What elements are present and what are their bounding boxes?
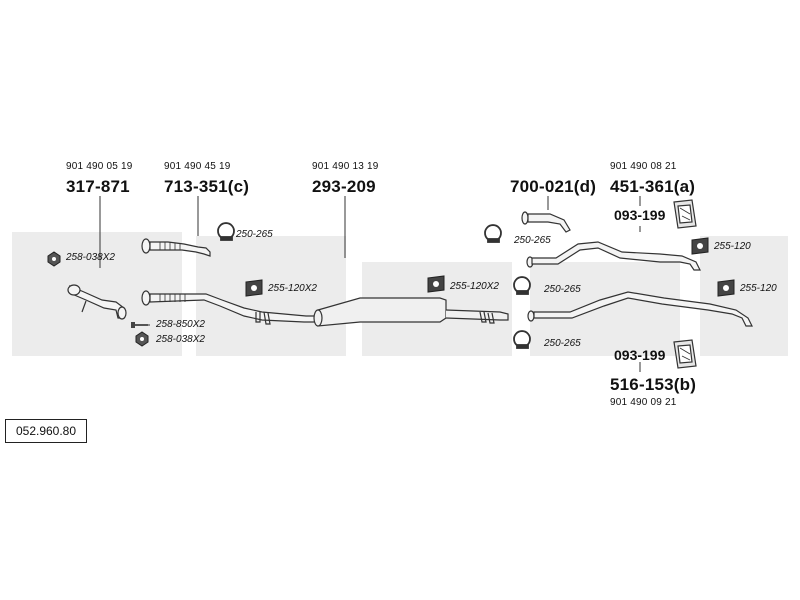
hanger-icon [691, 237, 709, 255]
accessory-label: 255-120X2 [268, 283, 317, 294]
accessory-label: 255-120 [740, 283, 777, 294]
oe-number: 901 490 45 19 [164, 161, 231, 172]
reference-code: 052.960.80 [15, 424, 77, 438]
accessory-label: 250-265 [544, 338, 581, 349]
bracket-part-number: 093-199 [614, 207, 666, 223]
oe-number: 901 490 05 19 [66, 161, 133, 172]
accessory-label: 258-038X2 [156, 334, 205, 345]
front-pipe [67, 284, 127, 320]
hanger-icon [717, 279, 735, 297]
watermark-block [196, 236, 346, 356]
part-number: 451-361(a) [610, 177, 696, 196]
hanger-icon [427, 275, 445, 293]
rear-pipe-upper [526, 241, 701, 271]
clamp-icon [513, 330, 531, 349]
bracket-part-number: 093-199 [614, 347, 666, 363]
clamp-icon [217, 222, 235, 241]
bolt-icon [131, 322, 148, 328]
accessory-label: 250-265 [514, 235, 551, 246]
clamp-icon [484, 224, 502, 243]
accessory-label: 250-265 [544, 284, 581, 295]
reference-code-box: 052.960.80 [5, 419, 87, 443]
part-number: 293-209 [312, 177, 376, 196]
watermark-block [530, 262, 680, 356]
bracket-upper [673, 199, 697, 229]
rear-pipe-lower [527, 291, 753, 327]
clamp-icon [513, 276, 531, 295]
accessory-label: 258-038X2 [66, 252, 115, 263]
tail-pipe-short [521, 211, 571, 233]
accessory-label: 258-850X2 [156, 319, 205, 330]
oe-number: 901 490 13 19 [312, 161, 379, 172]
part-number: 713-351(c) [164, 177, 250, 196]
part-number: 317-871 [66, 177, 130, 196]
hanger-icon [245, 279, 263, 297]
watermark-block [700, 236, 788, 356]
oe-number: 901 490 09 21 [610, 397, 677, 408]
part-number: 516-153(b) [610, 375, 697, 394]
accessory-label: 255-120 [714, 241, 751, 252]
nut-icon [135, 331, 149, 347]
accessory-label: 250-265 [236, 229, 273, 240]
bracket-lower [673, 339, 697, 369]
oe-number: 901 490 08 21 [610, 161, 677, 172]
accessory-label: 255-120X2 [450, 281, 499, 292]
intermediate-pipe [141, 238, 211, 257]
part-number: 700-021(d) [510, 177, 597, 196]
nut-icon [47, 251, 61, 267]
main-muffler [313, 297, 509, 327]
